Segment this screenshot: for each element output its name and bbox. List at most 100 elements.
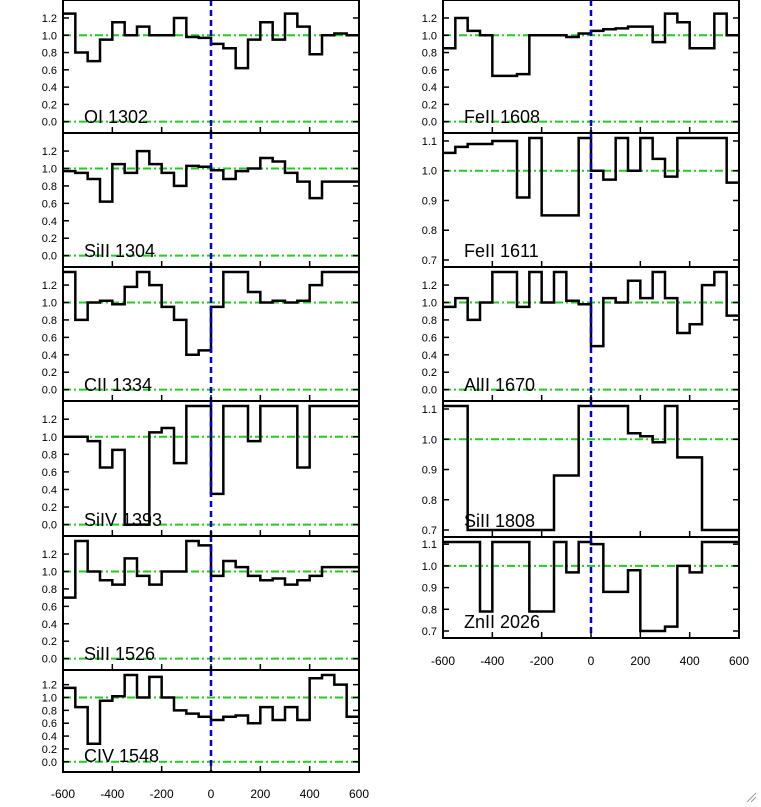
y-tick-label: 0.4 xyxy=(422,82,437,94)
y-tick-label: 0.8 xyxy=(42,181,57,193)
flux-histogram xyxy=(63,404,359,526)
flux-histogram xyxy=(443,540,739,633)
y-tick-label: 1.2 xyxy=(42,680,57,692)
y-tick-label: 0.9 xyxy=(422,195,437,207)
y-tick-label: 1.2 xyxy=(42,146,57,158)
panel-label: SiII 1526 xyxy=(84,644,155,664)
x-tick-label: 0 xyxy=(208,787,215,801)
x-tick-label: -400 xyxy=(100,787,124,801)
y-tick-label: 0.7 xyxy=(422,626,437,638)
x-tick-label: 0 xyxy=(588,654,595,668)
resize-grip-icon xyxy=(746,792,757,803)
y-tick-label: 0.6 xyxy=(42,718,57,730)
x-tick-label: -400 xyxy=(480,654,504,668)
y-tick-label: 0.6 xyxy=(42,65,57,77)
y-tick-label: 0.2 xyxy=(422,99,437,111)
y-tick-label: 0.0 xyxy=(42,385,57,397)
y-tick-label: 0.2 xyxy=(42,233,57,245)
y-tick-label: 0.4 xyxy=(422,350,437,362)
y-tick-label: 1.2 xyxy=(42,549,57,561)
y-tick-label: 1.2 xyxy=(42,414,57,426)
y-tick-label: 1.2 xyxy=(42,13,57,25)
y-tick-label: 0.4 xyxy=(42,484,57,496)
y-tick-label: 1.0 xyxy=(42,30,57,42)
y-tick-label: 0.9 xyxy=(422,583,437,595)
x-tick-label: 600 xyxy=(729,654,749,668)
y-tick-label: 0.8 xyxy=(42,584,57,596)
y-tick-label: 0.0 xyxy=(42,117,57,129)
y-tick-label: 0.8 xyxy=(42,315,57,327)
y-tick-label: 0.9 xyxy=(422,465,437,477)
panel-label: OI 1302 xyxy=(84,107,148,127)
y-tick-label: 1.0 xyxy=(42,432,57,444)
y-tick-label: 0.4 xyxy=(42,216,57,228)
panel-label: SiIV 1393 xyxy=(84,510,162,530)
y-tick-label: 1.1 xyxy=(422,404,437,416)
panel-label: FeII 1608 xyxy=(464,107,540,127)
y-tick-label: 0.6 xyxy=(422,332,437,344)
y-tick-label: 1.0 xyxy=(42,298,57,310)
y-tick-label: 0.8 xyxy=(42,705,57,717)
flux-histogram xyxy=(443,270,739,348)
y-tick-label: 0.8 xyxy=(422,225,437,237)
y-tick-label: 0.2 xyxy=(422,367,437,379)
flux-histogram xyxy=(63,539,359,599)
panel-label: CII 1334 xyxy=(84,375,152,395)
y-tick-label: 0.4 xyxy=(42,350,57,362)
y-tick-label: 0.8 xyxy=(422,604,437,616)
x-tick-label: 600 xyxy=(349,787,369,801)
panel-label: AlII 1670 xyxy=(464,375,535,395)
y-tick-label: 0.2 xyxy=(42,502,57,514)
x-tick-label: 400 xyxy=(300,787,320,801)
y-tick-label: 0.2 xyxy=(42,744,57,756)
flux-histogram xyxy=(63,270,359,357)
y-tick-label: 1.0 xyxy=(42,164,57,176)
y-tick-label: 1.2 xyxy=(422,13,437,25)
y-tick-label: 1.0 xyxy=(422,166,437,178)
y-tick-label: 0.8 xyxy=(422,48,437,60)
panel-label: FeII 1611 xyxy=(464,241,539,261)
y-tick-label: 0.4 xyxy=(42,619,57,631)
y-tick-label: 0.2 xyxy=(42,636,57,648)
y-tick-label: 0.8 xyxy=(42,449,57,461)
x-tick-label: 400 xyxy=(680,654,700,668)
x-tick-label: -600 xyxy=(51,787,75,801)
y-tick-label: 0.0 xyxy=(42,251,57,263)
y-tick-label: 0.2 xyxy=(42,99,57,111)
y-tick-label: 0.6 xyxy=(42,467,57,479)
y-tick-label: 0.6 xyxy=(422,65,437,77)
y-tick-label: 0.7 xyxy=(422,255,437,267)
y-tick-label: 1.0 xyxy=(42,567,57,579)
y-tick-label: 0.2 xyxy=(42,367,57,379)
y-tick-label: 0.8 xyxy=(42,48,57,60)
y-tick-label: 1.0 xyxy=(422,30,437,42)
y-tick-label: 0.7 xyxy=(422,525,437,537)
y-tick-label: 0.6 xyxy=(42,332,57,344)
panel-oi-1302: 0.00.20.40.60.81.01.2OI 1302 xyxy=(42,0,360,134)
y-tick-label: 0.0 xyxy=(42,757,57,769)
y-tick-label: 0.0 xyxy=(42,654,57,666)
flux-histogram xyxy=(63,673,359,746)
x-tick-label: 200 xyxy=(250,787,270,801)
y-tick-label: 0.4 xyxy=(42,731,57,743)
y-tick-label: 1.0 xyxy=(42,693,57,705)
y-tick-label: 0.8 xyxy=(422,315,437,327)
flux-histogram xyxy=(443,404,739,532)
y-tick-label: 0.0 xyxy=(42,520,57,532)
y-tick-label: 1.0 xyxy=(422,434,437,446)
flux-histogram xyxy=(63,149,359,203)
panel-label: SiII 1808 xyxy=(464,511,535,531)
y-tick-label: 1.1 xyxy=(422,136,437,148)
panel-label: ZnII 2026 xyxy=(464,612,540,632)
